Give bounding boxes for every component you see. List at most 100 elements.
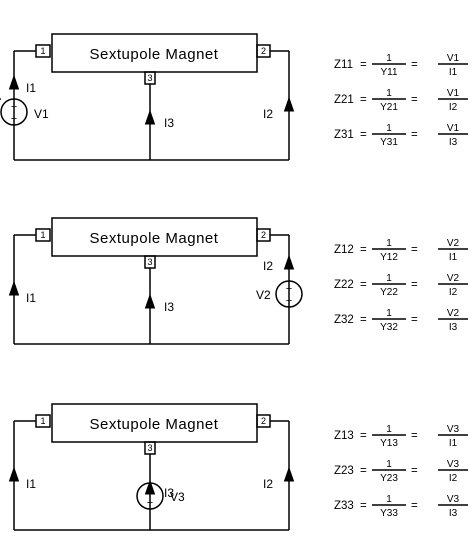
fraction-2-denominator: I1 xyxy=(449,438,458,449)
fraction-1-numerator: 1 xyxy=(386,424,392,435)
voltage-source-circle xyxy=(136,482,164,510)
equation-lhs: Z11 xyxy=(334,59,353,71)
equals-sign-2: = xyxy=(411,465,418,477)
current-label-i2: I2 xyxy=(263,477,273,491)
port-3-label: 3 xyxy=(147,257,152,267)
fraction-2-numerator: V2 xyxy=(447,273,460,284)
current-arrow-i3 xyxy=(144,109,156,125)
magnet-label: Sextupole Magnet xyxy=(90,416,219,433)
equation-lhs: Z22 xyxy=(334,279,354,291)
source-minus-sign: − xyxy=(11,113,17,125)
current-arrow-i2 xyxy=(283,96,295,112)
source-plus-sign: + xyxy=(147,485,153,497)
current-arrow-i2 xyxy=(283,466,295,482)
source-minus-sign: − xyxy=(147,497,153,509)
fraction-2-numerator: V3 xyxy=(447,424,460,435)
equation-lhs: Z13 xyxy=(334,430,354,442)
current-arrow-i3 xyxy=(144,479,156,495)
source-minus-sign: − xyxy=(286,295,292,307)
port-1-label: 1 xyxy=(40,230,45,240)
voltage-source-circle xyxy=(275,280,303,308)
fraction-1-denominator: Y23 xyxy=(380,473,398,484)
equation-lhs: Z21 xyxy=(334,94,354,106)
source-label: V1 xyxy=(34,107,49,121)
fraction-1-numerator: 1 xyxy=(386,308,392,319)
current-arrow-i3 xyxy=(144,293,156,309)
equals-sign-1: = xyxy=(360,314,367,326)
port-3-label: 3 xyxy=(147,73,152,83)
equation-lhs: Z32 xyxy=(334,314,354,326)
fraction-1-numerator: 1 xyxy=(386,238,392,249)
equation-lhs: Z23 xyxy=(334,465,354,477)
fraction-2-numerator: V1 xyxy=(447,123,460,134)
fraction-1-numerator: 1 xyxy=(386,459,392,470)
current-arrow-i2 xyxy=(283,254,295,270)
current-label-i3: I3 xyxy=(164,116,174,130)
fraction-1-numerator: 1 xyxy=(386,494,392,505)
fraction-2-denominator: I1 xyxy=(449,252,458,263)
source-plus-sign: + xyxy=(286,283,292,295)
voltage-source-circle xyxy=(0,98,28,126)
equation-lhs: Z12 xyxy=(334,244,354,256)
fraction-1-denominator: Y33 xyxy=(380,508,398,519)
port-2-label: 2 xyxy=(261,230,266,240)
magnet-label: Sextupole Magnet xyxy=(90,230,219,247)
port-2-label: 2 xyxy=(261,416,266,426)
equals-sign-2: = xyxy=(411,314,418,326)
equals-sign-1: = xyxy=(360,244,367,256)
source-label: V3 xyxy=(170,490,185,504)
fraction-2-numerator: V3 xyxy=(447,494,460,505)
port-1-label: 1 xyxy=(40,46,45,56)
equals-sign-2: = xyxy=(411,279,418,291)
current-arrow-i1 xyxy=(8,280,20,296)
fraction-1-numerator: 1 xyxy=(386,53,392,64)
equation-lhs: Z31 xyxy=(334,129,354,141)
fraction-1-denominator: Y32 xyxy=(380,322,398,333)
current-arrow-i1 xyxy=(8,466,20,482)
equation-lhs: Z33 xyxy=(334,500,354,512)
port-1-label: 1 xyxy=(40,416,45,426)
equals-sign-1: = xyxy=(360,465,367,477)
fraction-2-numerator: V2 xyxy=(447,238,460,249)
fraction-1-denominator: Y31 xyxy=(380,137,398,148)
fraction-2-denominator: I2 xyxy=(449,287,458,298)
fraction-1-denominator: Y21 xyxy=(380,102,398,113)
equals-sign-1: = xyxy=(360,59,367,71)
fraction-2-denominator: I2 xyxy=(449,473,458,484)
fraction-2-denominator: I2 xyxy=(449,102,458,113)
magnet-label: Sextupole Magnet xyxy=(90,46,219,63)
current-label-i2: I2 xyxy=(263,259,273,273)
current-label-i2: I2 xyxy=(263,107,273,121)
voltage-source-v1: +− xyxy=(0,98,28,126)
equals-sign-2: = xyxy=(411,59,418,71)
current-label-i1: I1 xyxy=(26,477,36,491)
equals-sign-2: = xyxy=(411,500,418,512)
equals-sign-1: = xyxy=(360,129,367,141)
fraction-2-denominator: I3 xyxy=(449,322,458,333)
fraction-1-denominator: Y22 xyxy=(380,287,398,298)
current-label-i3: I3 xyxy=(164,486,174,500)
port-3-label: 3 xyxy=(147,443,152,453)
fraction-2-denominator: I3 xyxy=(449,508,458,519)
fraction-1-denominator: Y11 xyxy=(380,67,397,78)
current-arrow-i1 xyxy=(8,74,20,90)
fraction-1-denominator: Y12 xyxy=(380,252,398,263)
source-label: V2 xyxy=(256,288,271,302)
source-plus-sign: + xyxy=(11,101,17,113)
fraction-2-numerator: V1 xyxy=(447,53,460,64)
equals-sign-2: = xyxy=(411,430,418,442)
current-label-i1: I1 xyxy=(26,81,36,95)
fraction-2-denominator: I1 xyxy=(449,67,458,78)
fraction-2-numerator: V3 xyxy=(447,459,460,470)
current-label-i1: I1 xyxy=(26,291,36,305)
current-label-i3: I3 xyxy=(164,300,174,314)
